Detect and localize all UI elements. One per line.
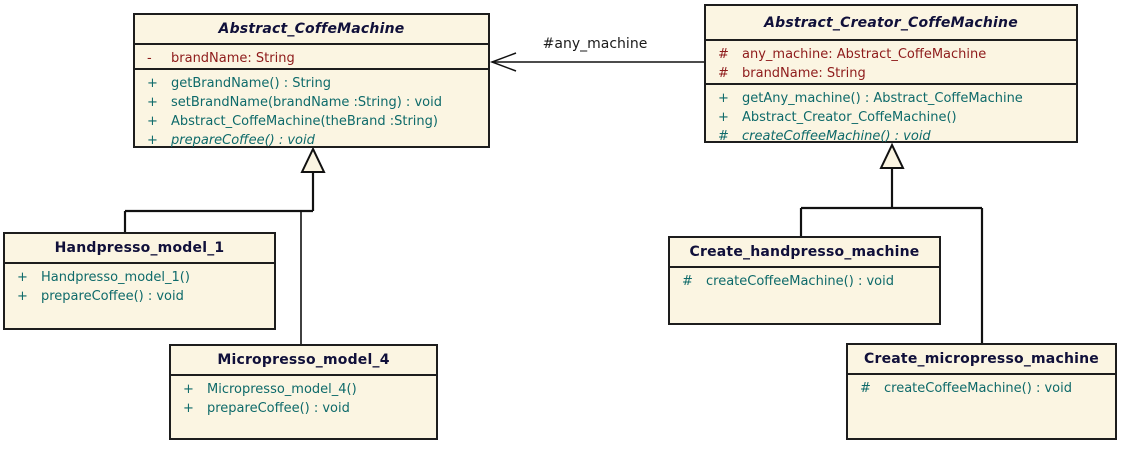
association-connector[interactable] <box>489 52 704 72</box>
visibility-marker: + <box>183 401 194 416</box>
method-text: Micropresso_model_4() <box>207 382 357 397</box>
visibility-marker: + <box>147 95 158 110</box>
visibility-marker: # <box>718 66 729 81</box>
open-arrowhead-icon <box>489 52 517 72</box>
class-title: Micropresso_model_4 <box>217 352 390 368</box>
attributes-compartment: # any_machine: Abstract_CoffeMachine # b… <box>706 39 1076 83</box>
attribute-text: brandName: String <box>171 51 295 66</box>
class-box-abstract-creator-coffemachine[interactable]: Abstract_Creator_CoffeMachine # any_mach… <box>704 4 1078 146</box>
method-text: createCoffeeMachine() : void <box>884 381 1072 396</box>
inheritance-triangle-icon <box>300 146 326 173</box>
method-row: + prepareCoffee() : void <box>171 399 433 418</box>
method-row: # createCoffeeMachine() : void <box>670 272 936 291</box>
visibility-marker: + <box>718 110 729 125</box>
method-row: + getAny_machine() : Abstract_CoffeMachi… <box>706 89 1073 108</box>
visibility-marker: # <box>718 129 729 144</box>
method-text: Abstract_CoffeMachine(theBrand :String) <box>171 114 438 129</box>
generalization-left-connector[interactable] <box>123 146 326 344</box>
class-box-handpresso-model-1[interactable]: Handpresso_model_1 + Handpresso_model_1(… <box>3 232 276 330</box>
method-row: + prepareCoffee() : void <box>135 131 485 150</box>
method-row: + Micropresso_model_4() <box>171 380 433 399</box>
class-box-micropresso-model-4[interactable]: Micropresso_model_4 + Micropresso_model_… <box>169 344 438 440</box>
association-label: #any_machine <box>542 36 648 52</box>
attribute-text: brandName: String <box>742 66 866 81</box>
method-text: createCoffeeMachine() : void <box>706 274 894 289</box>
attribute-row: - brandName: String <box>135 49 485 68</box>
method-row: # createCoffeeMachine() : void <box>848 379 1112 398</box>
class-box-create-handpresso-machine[interactable]: Create_handpresso_machine # createCoffee… <box>668 236 941 325</box>
visibility-marker: - <box>147 51 152 66</box>
method-text: setBrandName(brandName :String) : void <box>171 95 442 110</box>
methods-compartment: + Handpresso_model_1() + prepareCoffee()… <box>5 262 274 328</box>
class-title: Handpresso_model_1 <box>54 240 225 256</box>
class-title: Create_micropresso_machine <box>864 351 1099 367</box>
visibility-marker: # <box>718 47 729 62</box>
method-text: Abstract_Creator_CoffeMachine() <box>742 110 957 125</box>
attributes-compartment: - brandName: String <box>135 43 488 68</box>
method-text: getAny_machine() : Abstract_CoffeMachine <box>742 91 1023 106</box>
visibility-marker: # <box>682 274 693 289</box>
attribute-row: # brandName: String <box>706 64 1073 83</box>
visibility-marker: + <box>147 114 158 129</box>
attribute-text: any_machine: Abstract_CoffeMachine <box>742 47 987 62</box>
method-text: prepareCoffee() : void <box>171 133 315 148</box>
inheritance-triangle-icon <box>879 142 905 169</box>
class-title: Abstract_CoffeMachine <box>218 21 405 37</box>
generalization-right-connector[interactable] <box>799 142 984 343</box>
methods-compartment: # createCoffeeMachine() : void <box>670 266 939 323</box>
method-row: + Handpresso_model_1() <box>5 268 271 287</box>
visibility-marker: # <box>860 381 871 396</box>
class-title: Create_handpresso_machine <box>689 244 920 260</box>
method-text: getBrandName() : String <box>171 76 332 91</box>
method-row: + prepareCoffee() : void <box>5 287 271 306</box>
visibility-marker: + <box>183 382 194 397</box>
class-box-abstract-coffemachine[interactable]: Abstract_CoffeMachine - brandName: Strin… <box>133 13 490 148</box>
method-row: + getBrandName() : String <box>135 74 485 93</box>
methods-compartment: # createCoffeeMachine() : void <box>848 373 1115 438</box>
method-row: + Abstract_CoffeMachine(theBrand :String… <box>135 112 485 131</box>
visibility-marker: + <box>17 270 28 285</box>
methods-compartment: + getBrandName() : String + setBrandName… <box>135 68 488 150</box>
methods-compartment: + getAny_machine() : Abstract_CoffeMachi… <box>706 83 1076 146</box>
attribute-row: # any_machine: Abstract_CoffeMachine <box>706 45 1073 64</box>
visibility-marker: + <box>718 91 729 106</box>
method-text: createCoffeeMachine() : void <box>742 129 931 144</box>
method-row: # createCoffeeMachine() : void <box>706 127 1073 146</box>
method-row: + setBrandName(brandName :String) : void <box>135 93 485 112</box>
visibility-marker: + <box>17 289 28 304</box>
method-row: + Abstract_Creator_CoffeMachine() <box>706 108 1073 127</box>
visibility-marker: + <box>147 76 158 91</box>
method-text: prepareCoffee() : void <box>41 289 184 304</box>
method-text: prepareCoffee() : void <box>207 401 350 416</box>
class-box-create-micropresso-machine[interactable]: Create_micropresso_machine # createCoffe… <box>846 343 1117 440</box>
visibility-marker: + <box>147 133 158 148</box>
method-text: Handpresso_model_1() <box>41 270 190 285</box>
methods-compartment: + Micropresso_model_4() + prepareCoffee(… <box>171 374 436 438</box>
class-title: Abstract_Creator_CoffeMachine <box>764 14 1018 31</box>
